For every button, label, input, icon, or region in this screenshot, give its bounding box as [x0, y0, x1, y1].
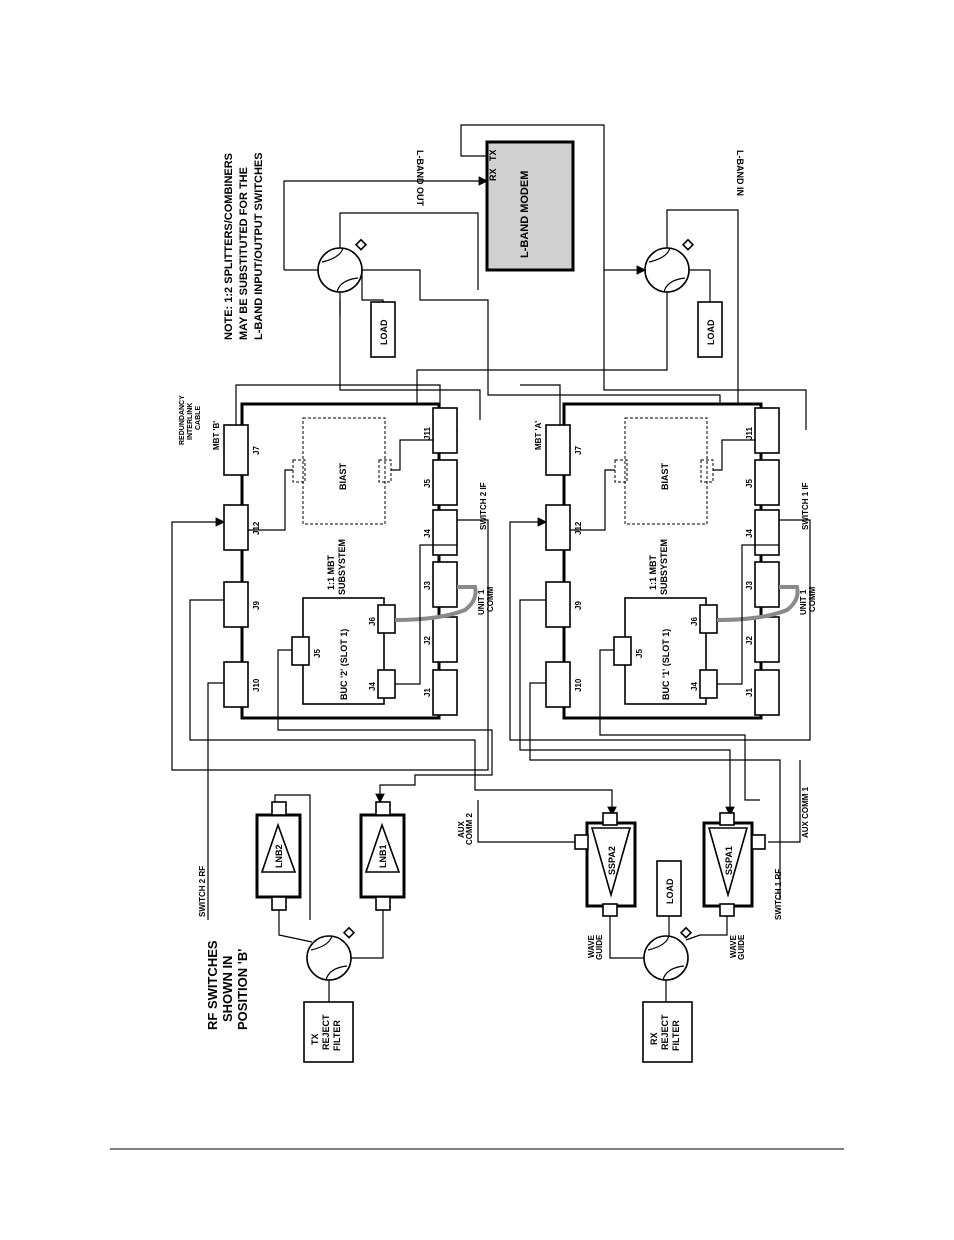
svg-text:J5: J5 [745, 479, 754, 488]
aux-comm1-label: AUX COMM 1 [801, 786, 810, 838]
svg-text:J7: J7 [252, 446, 261, 455]
svg-text:J5: J5 [313, 649, 322, 658]
load-in [697, 301, 723, 358]
switch1-if-label: SWITCH 1 IF [801, 482, 810, 530]
svg-text:J11: J11 [745, 427, 754, 440]
svg-text:INTERLINK: INTERLINK [187, 403, 194, 440]
svg-text:J1: J1 [745, 688, 754, 697]
lnb2: LNB2 [255, 801, 302, 911]
svg-text:J4: J4 [745, 529, 754, 538]
mbt-a-biast-label: BIAST [660, 462, 670, 490]
svg-text:J11: J11 [423, 427, 432, 440]
svg-text:WAVE: WAVE [729, 934, 738, 958]
mbt-a-sub1: 1:1 MBT [648, 554, 658, 590]
svg-text:J2: J2 [423, 636, 432, 645]
rx-reject-filter [642, 1001, 693, 1063]
mbt-a-sub2: SUBSYSTEM [659, 539, 669, 595]
lband-in-switch [644, 238, 695, 293]
load-out [370, 301, 396, 358]
svg-text:WAVE: WAVE [587, 934, 596, 958]
note-text: NOTE: 1:2 SPLITTERS/COMBINERS MAY BE SUB… [223, 152, 265, 340]
rx-rf-switch [609, 916, 728, 1002]
svg-text:MAY BE SUBSTITUTED FOR THE: MAY BE SUBSTITUTED FOR THE [238, 167, 250, 340]
system-wiring [171, 384, 811, 920]
svg-text:J6: J6 [690, 617, 699, 626]
mbt-b-buc-label: BUC '2' (SLOT 1) [339, 629, 349, 700]
mbt-a-tag: MBT 'A' [534, 421, 543, 450]
modem-tx-label: TX [488, 149, 498, 161]
mbt-b-sub2: SUBSYSTEM [337, 539, 347, 595]
mbt-b-sub1: 1:1 MBT [326, 554, 336, 590]
lband-in-label: L-BAND IN [735, 150, 745, 196]
svg-text:POSITION 'B': POSITION 'B' [235, 949, 250, 1030]
lband-modem-label: L-BAND MODEM [519, 171, 531, 258]
svg-text:FILTER: FILTER [671, 1020, 681, 1051]
mbt-a-buc-label: BUC '1' (SLOT 1) [661, 629, 671, 700]
svg-text:J4: J4 [368, 682, 377, 691]
lband-modem [485, 140, 575, 272]
svg-text:J2: J2 [745, 636, 754, 645]
lband-out-label: L-BAND OUT [415, 150, 425, 206]
switch1-rf-label: SWITCH 1 RF [774, 869, 783, 920]
tx-reject-filter [303, 1001, 354, 1063]
svg-text:FILTER: FILTER [332, 1020, 342, 1051]
svg-text:J4: J4 [423, 529, 432, 538]
svg-text:CABLE: CABLE [195, 406, 202, 430]
svg-text:GUIDE: GUIDE [595, 934, 604, 960]
svg-text:J4: J4 [690, 682, 699, 691]
tx-rf-switch [278, 910, 384, 1002]
sspa1: SSPA1 [702, 812, 766, 917]
svg-text:J12: J12 [252, 521, 261, 535]
lnb1: LNB1 [359, 801, 406, 911]
svg-text:REJECT: REJECT [321, 1014, 331, 1050]
load-in-label: LOAD [706, 319, 716, 345]
svg-text:RX: RX [649, 1032, 659, 1045]
mbt-b-biast-label: BIAST [338, 462, 348, 490]
mbt-a-subsystem: BIAST 1:1 MBT SUBSYSTEM BUC '1' (SLOT 1)… [534, 402, 817, 720]
rf-switches-note: RF SWITCHES [205, 940, 220, 1030]
svg-text:AUX: AUX [457, 820, 466, 838]
svg-text:J7: J7 [574, 446, 583, 455]
svg-text:J1: J1 [423, 688, 432, 697]
sspa2: SSPA2 [574, 812, 637, 917]
svg-text:NOTE: 1:2 SPLITTERS/COMBINERS: NOTE: 1:2 SPLITTERS/COMBINERS [223, 153, 235, 340]
svg-text:J12: J12 [574, 521, 583, 535]
svg-text:J6: J6 [368, 617, 377, 626]
mbt-b-tag: MBT 'B' [212, 421, 221, 450]
svg-text:J10: J10 [252, 678, 261, 692]
mbt-b-subsystem: BIAST 1:1 MBT SUBSYSTEM BUC '2' (SLOT 1)… [179, 395, 495, 720]
svg-text:SHOWN IN: SHOWN IN [220, 956, 235, 1022]
modem-rx-label: RX [488, 168, 498, 181]
svg-text:J5: J5 [635, 649, 644, 658]
svg-text:UNIT 1: UNIT 1 [477, 589, 486, 615]
load-rx-label: LOAD [665, 878, 675, 904]
svg-text:REJECT: REJECT [660, 1014, 670, 1050]
svg-text:COMM 2: COMM 2 [465, 812, 474, 845]
svg-text:L-BAND INPUT/OUTPUT SWITCHES: L-BAND INPUT/OUTPUT SWITCHES [253, 152, 265, 340]
lband-out-switch [317, 238, 368, 293]
svg-text:J9: J9 [252, 601, 261, 610]
switch2-if-label: SWITCH 2 IF [479, 482, 488, 530]
switch2-rf-label: SWITCH 2 RF [198, 866, 207, 917]
svg-text:UNIT 1: UNIT 1 [799, 589, 808, 615]
svg-text:J10: J10 [574, 678, 583, 692]
svg-text:TX: TX [310, 1033, 320, 1045]
svg-text:SSPA2: SSPA2 [607, 846, 617, 875]
svg-text:J5: J5 [423, 479, 432, 488]
svg-text:J3: J3 [423, 581, 432, 590]
svg-text:GUIDE: GUIDE [737, 934, 746, 960]
svg-text:SSPA1: SSPA1 [724, 846, 734, 875]
svg-text:COMM: COMM [486, 586, 495, 612]
svg-text:LNB1: LNB1 [378, 844, 388, 868]
svg-text:J3: J3 [745, 581, 754, 590]
svg-text:COMM: COMM [808, 586, 817, 612]
load-out-label: LOAD [379, 319, 389, 345]
svg-text:J9: J9 [574, 601, 583, 610]
svg-text:LNB2: LNB2 [274, 844, 284, 868]
svg-text:REDUNDANCY: REDUNDANCY [179, 395, 186, 445]
